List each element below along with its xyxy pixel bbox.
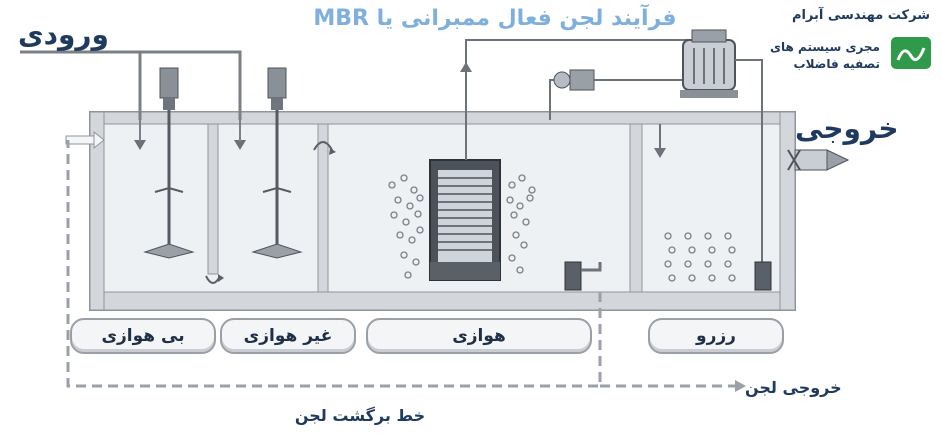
tank-top-wall [89,111,796,125]
tank-right-wall [779,111,796,311]
flow-arrow-top [313,141,336,155]
reserve-diffusers [664,232,736,282]
sludge-pump-aerobic [564,261,602,291]
membrane-module [429,159,501,281]
company-tagline-2: تصفیه فاضلاب [793,57,880,71]
tank-outflow-line [735,59,763,270]
aeration-bubbles-left [388,174,424,279]
zone-anaerobic: غیر هوازی [220,318,356,354]
sludge-out-arrow [735,380,746,392]
permeate-line [465,39,690,160]
permeate-arrow [460,62,472,72]
zone-reserve: رزرو [648,318,784,354]
inlet-label: ورودی [18,18,109,51]
zone-anoxic: بی هوازی [70,318,216,354]
sludge-return-line [66,140,602,388]
inlet-pipe [20,50,242,120]
zone-aerobic: هوازی [366,318,592,354]
outlet-label: خروجی [795,112,899,145]
permeate-tank [680,29,738,98]
pump-line [549,79,690,120]
tank-bottom-wall [89,291,796,311]
side-inlet-arrow [65,130,105,150]
permeate-pump [553,69,595,91]
sludge-return-label: خط برگشت لجن [294,406,426,425]
inlet-arrow-2 [234,140,246,150]
partition-2 [317,123,329,293]
diagram-title: فرآیند لجن فعال ممبرانی یا MBR [313,6,677,31]
reserve-feed-arrow [654,148,666,158]
mixer-anaerobic [251,67,303,259]
sludge-pump-reserve [754,261,772,291]
outlet-pipe [787,149,850,171]
sludge-outlet-label: خروجی لجن [745,378,842,397]
inlet-arrow-1 [134,140,146,150]
partition-3 [629,123,643,293]
company-name: شرکت مهندسی آبرام [791,8,930,23]
abram-logo-icon [891,37,931,69]
aeration-bubbles-right [506,174,536,274]
company-tagline-1: مجری سیستم های [770,40,880,54]
partition-1 [207,123,219,275]
flow-arrow-bottom [205,274,224,284]
tank-left-wall [89,111,105,311]
mixer-anoxic [143,67,195,259]
